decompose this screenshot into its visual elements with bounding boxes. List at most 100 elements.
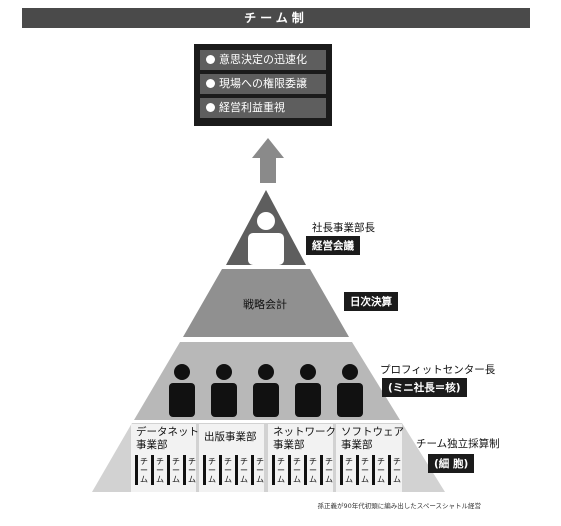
team-unit-label: ー <box>393 466 401 475</box>
team-unit-label: チ <box>293 457 301 466</box>
team-unit-label: ム <box>256 475 264 484</box>
team-marker <box>304 455 307 485</box>
team-unit-label: ム <box>361 475 369 484</box>
team-marker <box>135 455 138 485</box>
team-unit: チーム <box>356 455 369 485</box>
team-marker <box>219 455 222 485</box>
strategy-tag: 日次決算 <box>344 292 398 311</box>
team-unit-label: チ <box>256 457 264 466</box>
team-marker <box>388 455 391 485</box>
team-unit: チーム <box>340 455 353 485</box>
team-unit-label: ー <box>309 466 317 475</box>
goal-text: 経営利益重視 <box>219 101 285 114</box>
division-name: ソフトウェア事業部 <box>341 426 404 451</box>
team-unit-label: チ <box>325 457 333 466</box>
team-unit-label: ー <box>224 466 232 475</box>
team-marker <box>183 455 186 485</box>
team-unit-label: ム <box>309 475 317 484</box>
profit-center-managers <box>169 364 363 417</box>
team-unit: チーム <box>151 455 164 485</box>
profit-center-label: プロフィットセンター長 <box>380 364 496 376</box>
team-unit-label: チ <box>156 457 164 466</box>
division-name: ネットワーク事業部 <box>273 426 336 451</box>
team-marker <box>356 455 359 485</box>
bullet-icon <box>206 103 215 112</box>
goal-text: 現場への権限委譲 <box>219 77 307 90</box>
team-unit: チーム <box>320 455 333 485</box>
team-unit-label: ム <box>172 475 180 484</box>
profit-center-tag: (ミニ社長＝核) <box>382 378 467 397</box>
team-marker <box>167 455 170 485</box>
top-level-tag: 経営会議 <box>306 236 360 255</box>
diagram-title: チーム制 <box>22 8 530 28</box>
manager-figure-icon <box>169 364 195 417</box>
team-unit-label: ム <box>325 475 333 484</box>
division-name: データネット事業部 <box>136 426 199 451</box>
division-name: 出版事業部 <box>204 431 257 443</box>
team-unit-label: チ <box>240 457 248 466</box>
team-marker <box>235 455 238 485</box>
team-marker <box>340 455 343 485</box>
team-unit: チーム <box>219 455 232 485</box>
team-marker <box>251 455 254 485</box>
team-unit: チーム <box>235 455 248 485</box>
profit-center-tier <box>134 342 400 420</box>
team-marker <box>272 455 275 485</box>
team-unit-label: チ <box>361 457 369 466</box>
bullet-icon <box>206 55 215 64</box>
team-unit-label: チ <box>309 457 317 466</box>
team-unit-label: ー <box>277 466 285 475</box>
team-unit-label: ー <box>208 466 216 475</box>
team-unit-label: ー <box>172 466 180 475</box>
executive-head-icon <box>257 212 275 230</box>
team-unit: チーム <box>183 455 196 485</box>
team-unit-label: ー <box>377 466 385 475</box>
team-marker <box>320 455 323 485</box>
team-unit-label: ー <box>140 466 148 475</box>
team-unit-label: ム <box>240 475 248 484</box>
team-unit-label: ー <box>293 466 301 475</box>
team-unit-label: チ <box>224 457 232 466</box>
team-unit-label: ム <box>393 475 401 484</box>
goal-item: 意思決定の迅速化 <box>200 50 326 70</box>
team-unit-label: ム <box>377 475 385 484</box>
team-level-tag: (細 胞) <box>428 454 475 473</box>
manager-figure-icon <box>295 364 321 417</box>
manager-figure-icon <box>253 364 279 417</box>
team-unit-label: ー <box>325 466 333 475</box>
team-units: チームチームチームチームチームチームチームチームチームチームチームチームチームチ… <box>135 455 401 485</box>
team-unit: チーム <box>304 455 317 485</box>
team-marker <box>203 455 206 485</box>
team-unit-label: ー <box>361 466 369 475</box>
strategy-label: 戦略会計 <box>243 298 287 311</box>
team-unit-label: チ <box>208 457 216 466</box>
goals-box: 意思決定の迅速化 現場への権限委譲 経営利益重視 <box>194 44 332 126</box>
caption: 孫正義が90年代初頭に編み出したスペースシャトル経営 <box>317 502 482 510</box>
up-arrow-icon <box>252 138 284 183</box>
executive-body-icon <box>248 233 284 265</box>
goal-text: 意思決定の迅速化 <box>219 53 307 66</box>
team-unit-label: ム <box>140 475 148 484</box>
team-unit-label: ム <box>156 475 164 484</box>
team-unit-label: チ <box>377 457 385 466</box>
team-unit: チーム <box>272 455 285 485</box>
team-unit: チーム <box>388 455 401 485</box>
team-unit: チーム <box>288 455 301 485</box>
manager-figure-icon <box>211 364 237 417</box>
team-level-label: チーム独立採算制 <box>416 438 500 450</box>
team-unit-label: ー <box>240 466 248 475</box>
team-marker <box>151 455 154 485</box>
team-unit-label: チ <box>172 457 180 466</box>
team-unit-label: ー <box>345 466 353 475</box>
team-unit-label: ム <box>224 475 232 484</box>
manager-figure-icon <box>337 364 363 417</box>
team-unit-label: ム <box>277 475 285 484</box>
bullet-icon <box>206 79 215 88</box>
top-level-label: 社長事業部長 <box>312 222 375 234</box>
team-unit: チーム <box>251 455 264 485</box>
team-unit: チーム <box>372 455 385 485</box>
goal-item: 経営利益重視 <box>200 98 326 118</box>
strategy-tier <box>183 269 349 337</box>
